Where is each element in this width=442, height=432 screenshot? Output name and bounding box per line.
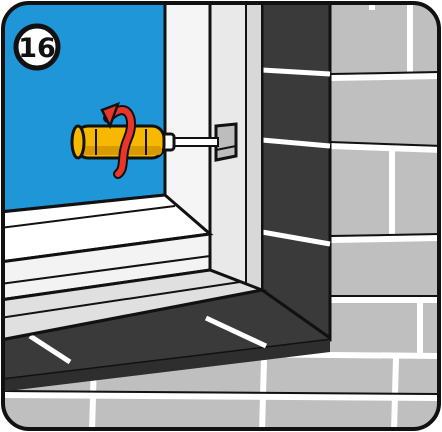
step-number-badge: 16 <box>16 26 58 68</box>
step-number: 16 <box>18 33 56 64</box>
dark-brick-reveal <box>262 0 330 338</box>
